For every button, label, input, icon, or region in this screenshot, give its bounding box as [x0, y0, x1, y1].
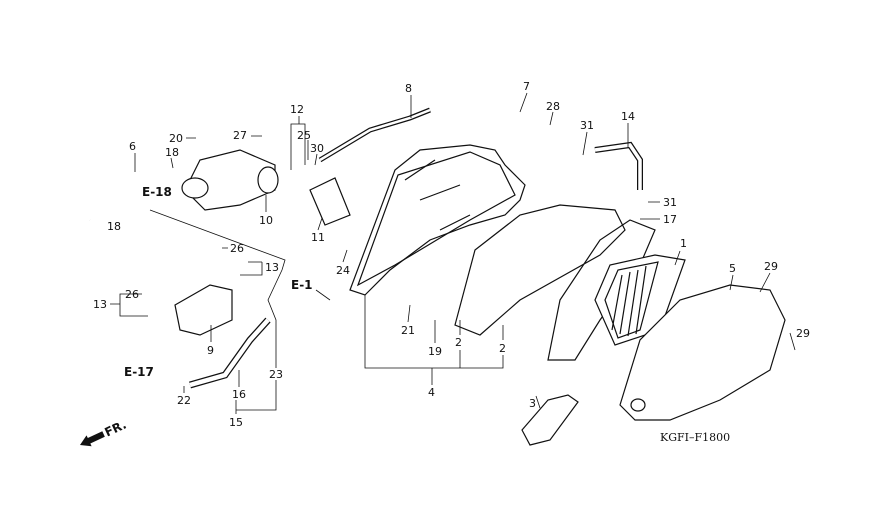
callout: 3: [529, 397, 536, 410]
callout: 11: [311, 231, 325, 244]
front-label: FR.: [102, 417, 128, 439]
callout: 20: [169, 132, 183, 145]
leader-lines: [110, 92, 796, 414]
callout: 1: [680, 237, 687, 250]
callout: 22: [177, 394, 191, 407]
reference-label: E-1: [291, 278, 313, 292]
callout: 31: [580, 119, 594, 132]
callout: 7: [523, 80, 530, 93]
callout: 19: [428, 345, 442, 358]
drawing-code: KGFI–F1800: [660, 431, 730, 444]
callout: 25: [297, 129, 311, 142]
callout-labels: 8 7 28 12 25 30 27 20 6 18 E-18 18 10 11…: [93, 80, 810, 429]
air-cleaner-gasket: [454, 204, 656, 361]
connecting-tube-body: [181, 149, 279, 211]
callout: 15: [229, 416, 243, 429]
callout: 21: [401, 324, 415, 337]
reference-label: E-17: [124, 365, 154, 379]
air-cleaner-cover: [619, 284, 786, 421]
hoses: [83, 107, 643, 389]
reference-label: E-18: [142, 185, 172, 199]
callout: 30: [310, 142, 324, 155]
callout: 8: [405, 82, 412, 95]
callout: 6: [129, 140, 136, 153]
callout: 5: [729, 262, 736, 275]
callout: 23: [269, 368, 283, 381]
callout: 4: [428, 386, 435, 399]
callout: 9: [207, 344, 214, 357]
callout: 27: [233, 129, 247, 142]
arrow-icon: [80, 431, 105, 447]
callout: 14: [621, 110, 635, 123]
callout: 29: [764, 260, 778, 273]
callout: 2: [455, 336, 462, 349]
boot-11: [309, 177, 351, 226]
callout: 2: [499, 342, 506, 355]
callout: 10: [259, 214, 273, 227]
boot-9: [174, 284, 233, 336]
callout: 26: [230, 242, 244, 255]
connecting-tube-3: [521, 394, 579, 446]
callout: 26: [125, 288, 139, 301]
air-cleaner-case: [349, 144, 526, 296]
callout: 28: [546, 100, 560, 113]
callout: 13: [265, 261, 279, 274]
callout: 24: [336, 264, 350, 277]
callout: 31: [663, 196, 677, 209]
callout: 29: [796, 327, 810, 340]
callout: 16: [232, 388, 246, 401]
front-arrow: FR.: [80, 417, 128, 447]
callout: 12: [290, 103, 304, 116]
callout: 13: [93, 298, 107, 311]
callout: 18: [107, 220, 121, 233]
callout: 17: [663, 213, 677, 226]
callout: 18: [165, 146, 179, 159]
